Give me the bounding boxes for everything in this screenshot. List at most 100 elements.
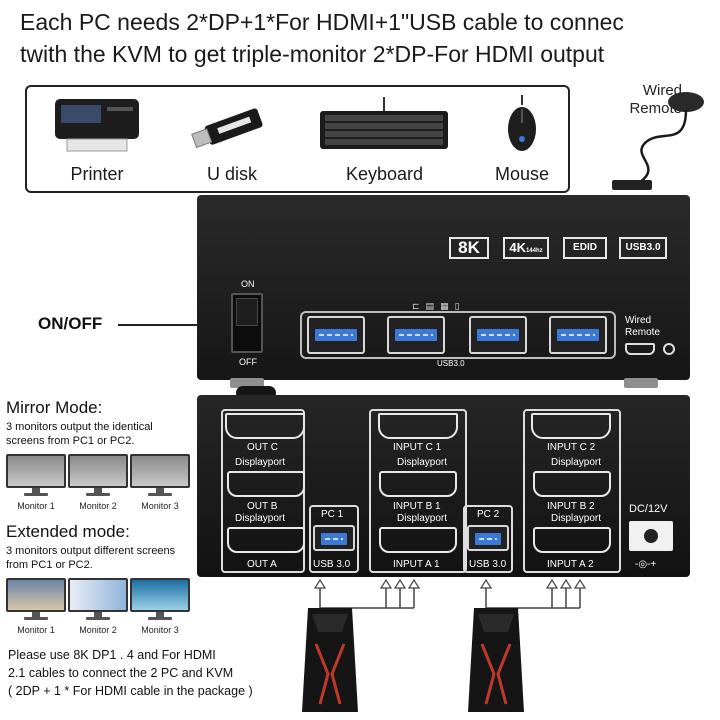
headline-line-2: twith the KVM to get triple-monitor 2*DP… [20,41,605,67]
peripheral-label: Printer [70,164,124,184]
polarity-icon: -◎-+ [635,559,657,570]
input-c2-label: INPUT C 2 [547,442,596,453]
cable-note: Please use 8K DP1 . 4 and For HDMI 2.1 c… [8,648,253,698]
peripheral-label: Mouse [494,164,550,184]
input-a2-label: INPUT A 2 [547,559,594,570]
power-label: DC/12V [629,503,668,515]
badge-4k: 4K144hz [503,237,549,259]
wired-remote-cable [612,92,704,190]
peripheral-printer: Printer [37,91,157,191]
mirror-monitor-3 [130,454,190,496]
power-switch[interactable] [231,293,263,353]
mirror-monitor-1 [6,454,66,496]
peripheral-udisk: U disk [177,91,287,191]
pc2-tower-icon [468,608,524,712]
badge-edid: EDID [563,237,607,259]
front-foot-right [624,378,658,388]
out-b-label: OUT B [247,501,278,512]
out-a-label: OUT A [247,559,277,570]
out-b-dp-port[interactable] [227,471,305,497]
mirror-monitor-2 [68,454,128,496]
power-jack[interactable] [629,521,673,551]
mirror-monitor-label: Monitor 2 [79,501,117,511]
extended-monitor-2 [68,578,128,620]
out-a-dp-port[interactable] [227,527,305,553]
badge-8k: 8K [449,237,489,259]
extended-mode-desc: 3 monitors output different screens from… [6,545,176,571]
usb-drive-icon: ⊏ [412,301,426,311]
switch-off-label: OFF [239,357,257,367]
pc2-usb-frame [463,505,513,573]
out-dp-label: Displayport [235,457,286,468]
badge-usb3: USB3.0 [619,237,667,259]
pc1-usb-port[interactable] [313,525,355,551]
input1-dp-label-2: Displayport [397,513,448,524]
mirror-mode-title: Mirror Mode: [6,398,103,417]
input-b2-dp-port[interactable] [533,471,611,497]
mouse-icon: ▯ [454,301,466,311]
input1-dp-label: Displayport [397,457,448,468]
remote-jack[interactable] [663,343,675,355]
usb-group-frame [300,311,616,359]
pc1-usb-label: USB 3.0 [313,559,351,570]
extended-monitor-3 [130,578,190,620]
usb3-label: USB3.0 [437,359,465,368]
mirror-monitor-label: Monitor 1 [17,501,55,511]
peripheral-mouse: Mouse [477,91,567,191]
input-c1-label: INPUT C 1 [393,442,442,453]
printer-icon [55,99,139,152]
pc2-label: PC 2 [477,509,500,520]
extended-monitor-label: Monitor 2 [79,625,117,635]
input-a2-dp-port[interactable] [533,527,611,553]
pc1-tower-icon [302,608,358,712]
input-a1-label: INPUT A 1 [393,559,440,570]
usb-device-icons: ⊏▤▦▯ [412,301,466,312]
input-a1-dp-port[interactable] [379,527,457,553]
pc2-usb-label: USB 3.0 [469,559,507,570]
onoff-label: ON/OFF [38,314,103,333]
out-c-label: OUT C [247,442,278,453]
input-b2-label: INPUT B 2 [547,501,595,512]
extended-monitor-1 [6,578,66,620]
front-foot-left [230,378,264,388]
input-c1-hdmi-port[interactable] [378,413,458,439]
extended-monitor-label: Monitor 1 [17,625,55,635]
input-b1-label: INPUT B 1 [393,501,441,512]
kvm-front-panel: 8K 4K144hz EDID USB3.0 ON OFF USB3.0 ⊏▤▦… [197,195,690,380]
switch-on-label: ON [241,279,255,289]
peripheral-label: U disk [206,164,257,184]
pc1-usb-frame [309,505,359,573]
front-usb-port-1[interactable] [307,316,365,354]
mirror-mode-desc: 3 monitors output the identical screens … [6,421,153,447]
input1-frame [369,409,467,573]
remote-hdmi-port[interactable] [625,343,655,355]
keyboard-icon: ▦ [440,301,455,311]
front-usb-port-4[interactable] [549,316,607,354]
usb-drive-icon [191,108,263,149]
extended-mode-title: Extended mode: [6,522,130,541]
peripheral-keyboard: Keyboard [312,91,457,191]
front-usb-port-3[interactable] [469,316,527,354]
headline: Each PC needs 2*DP+1*For HDMI+1"USB cabl… [20,6,710,70]
input2-dp-label: Displayport [551,457,602,468]
pc1-label: PC 1 [321,509,344,520]
peripherals-box: Printer U disk Keyboard [25,85,570,193]
headline-line-1: Each PC needs 2*DP+1*For HDMI+1"USB cabl… [20,9,624,35]
input-b1-dp-port[interactable] [379,471,457,497]
front-usb-port-2[interactable] [387,316,445,354]
mirror-monitor-label: Monitor 3 [141,501,179,511]
peripheral-label: Keyboard [345,164,424,184]
input2-frame [523,409,621,573]
kvm-back-panel: OUT C Displayport OUT B Displayport OUT … [197,395,690,577]
remote-port-label: Wired Remote [625,315,661,338]
pc2-usb-port[interactable] [467,525,509,551]
out-dp-label-2: Displayport [235,513,286,524]
out-c-hdmi-port[interactable] [225,413,305,439]
mouse-icon [508,95,536,151]
input-c2-hdmi-port[interactable] [531,413,611,439]
keyboard-icon [320,97,448,149]
printer-icon: ▤ [425,301,441,311]
input2-dp-label-2: Displayport [551,513,602,524]
extended-monitor-label: Monitor 3 [141,625,179,635]
onoff-pointer-line [118,324,228,326]
